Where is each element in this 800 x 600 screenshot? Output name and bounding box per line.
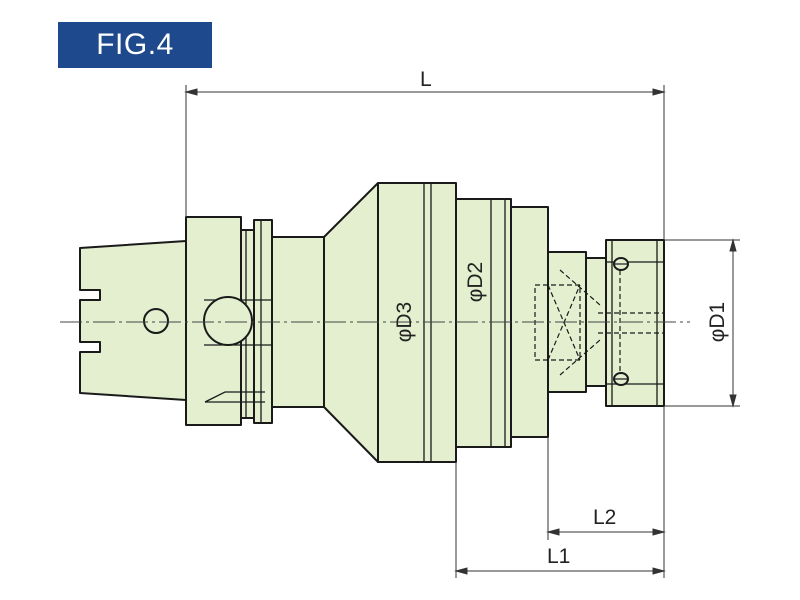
body-d2 [455,198,512,448]
label-D1: φD1 [706,302,729,342]
label-L: L [420,68,432,91]
figure-badge: FIG.4 [58,22,212,68]
taper-shank [79,240,187,401]
label-D2: φD2 [464,262,487,302]
drive-key-hole [143,308,169,334]
label-L2: L2 [593,506,616,529]
label-L1: L1 [547,545,570,568]
label-D3: φD3 [393,302,416,342]
flange-hole [203,296,253,346]
